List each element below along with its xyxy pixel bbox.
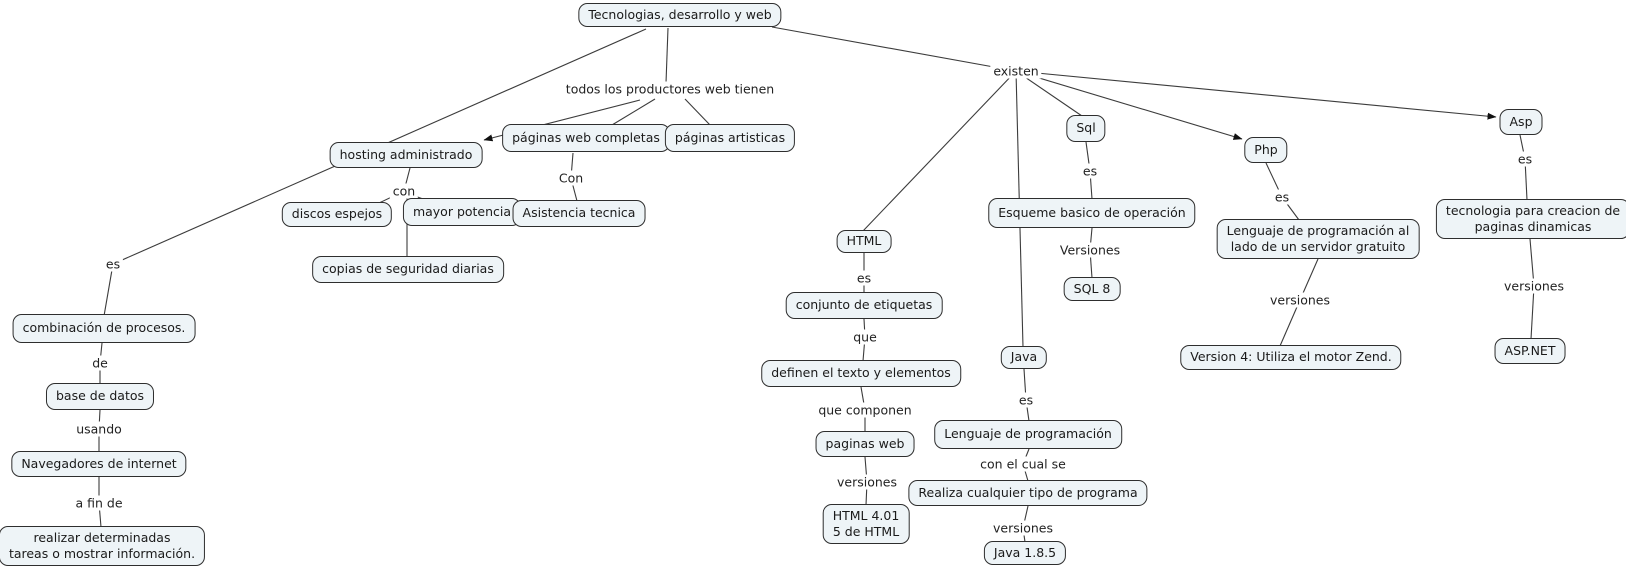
node-version4-motor-zend[interactable]: Version 4: Utiliza el motor Zend.: [1180, 345, 1402, 370]
node-label: realizar determinadas: [33, 529, 171, 545]
node-combinacion-de-procesos[interactable]: combinación de procesos.: [12, 314, 196, 343]
node-java-185[interactable]: Java 1.8.5: [983, 541, 1067, 565]
node-copias-seguridad-diarias[interactable]: copias de seguridad diarias: [312, 256, 504, 283]
node-sql8[interactable]: SQL 8: [1063, 277, 1121, 301]
edge-label-versiones-html[interactable]: versiones: [834, 474, 900, 490]
node-esqueme-basico-operacion[interactable]: Esqueme basico de operación: [988, 198, 1196, 228]
node-label: Java 1.8.5: [993, 544, 1057, 560]
node-label: SQL 8: [1073, 280, 1111, 296]
node-label: Lenguaje de programación al: [1226, 222, 1410, 238]
node-label: lado de un servidor gratuito: [1230, 239, 1406, 254]
node-label: Asistencia tecnica: [522, 205, 636, 221]
edge-label-versiones-php[interactable]: versiones: [1267, 292, 1333, 308]
edge-label-que-componen[interactable]: que componen: [815, 402, 915, 418]
plain-connectors: [98, 26, 1535, 543]
node-label: Tecnologias, desarrollo y web: [588, 6, 772, 22]
node-lenguaje-de-programacion[interactable]: Lenguaje de programación: [934, 420, 1122, 449]
edge-label-existen[interactable]: existen: [990, 63, 1042, 79]
node-label: paginas dinamicas: [1474, 219, 1592, 234]
node-asp[interactable]: Asp: [1499, 109, 1543, 135]
edge-label-versiones-sql[interactable]: Versiones: [1056, 242, 1124, 258]
node-label: definen el texto y elementos: [771, 365, 951, 381]
node-java[interactable]: Java: [1000, 346, 1048, 369]
node-label: tecnologia para creacion de: [1445, 202, 1621, 218]
node-label: páginas artisticas: [674, 129, 786, 145]
node-label: ASP.NET: [1504, 342, 1556, 358]
node-label: Version 4: Utiliza el motor Zend.: [1190, 349, 1392, 365]
edge-label-con-paginas[interactable]: Con: [555, 170, 587, 186]
node-realiza-cualquier-programa[interactable]: Realiza cualquier tipo de programa: [908, 480, 1148, 506]
node-label: Sql: [1076, 120, 1096, 136]
edge-label-es-sql[interactable]: es: [1079, 163, 1101, 179]
edge-label-versiones-asp[interactable]: versiones: [1501, 278, 1567, 294]
node-label: Esqueme basico de operación: [998, 204, 1186, 220]
node-label: combinación de procesos.: [22, 320, 186, 336]
node-php[interactable]: Php: [1244, 137, 1288, 163]
node-paginas-web[interactable]: paginas web: [815, 431, 915, 457]
node-label: conjunto de etiquetas: [795, 297, 933, 313]
node-label: paginas web: [825, 435, 905, 451]
node-label: HTML: [846, 233, 882, 249]
node-label: mayor potencia: [412, 203, 512, 219]
node-navegadores-de-internet[interactable]: Navegadores de internet: [11, 451, 187, 477]
edge-label-es-left[interactable]: es: [102, 256, 124, 272]
node-label: Lenguaje de programación: [944, 426, 1112, 442]
edge-label-es-php[interactable]: es: [1271, 189, 1293, 205]
edge-label-es-java[interactable]: es: [1015, 392, 1037, 408]
edge-label-versiones-java[interactable]: versiones: [990, 520, 1056, 536]
edge-label-es-html[interactable]: es: [853, 270, 875, 286]
edge-label-todos-los-productores[interactable]: todos los productores web tienen: [562, 81, 778, 97]
node-label: Realiza cualquier tipo de programa: [918, 484, 1138, 500]
node-label: HTML 4.01: [832, 507, 900, 523]
edge-label-a-fin-de[interactable]: a fin de: [72, 495, 126, 511]
node-paginas-artisticas[interactable]: páginas artisticas: [664, 124, 796, 152]
node-label: tareas o mostrar información.: [8, 546, 196, 561]
node-label: 5 de HTML: [832, 524, 900, 539]
node-tecnologias-desarrollo-web[interactable]: Tecnologias, desarrollo y web: [578, 3, 782, 27]
node-discos-espejos[interactable]: discos espejos: [281, 202, 393, 227]
node-label: discos espejos: [291, 206, 383, 222]
edge-label-con-el-cual-se[interactable]: con el cual se: [977, 456, 1069, 472]
node-conjunto-de-etiquetas[interactable]: conjunto de etiquetas: [785, 292, 943, 319]
node-label: copias de seguridad diarias: [322, 261, 494, 277]
node-hosting-administrado[interactable]: hosting administrado: [329, 142, 483, 168]
node-base-de-datos[interactable]: base de datos: [45, 383, 155, 410]
node-label: Php: [1254, 141, 1278, 157]
node-label: base de datos: [55, 388, 145, 404]
node-definen-texto-elementos[interactable]: definen el texto y elementos: [761, 360, 961, 387]
edge-label-de[interactable]: de: [89, 355, 111, 371]
edge-label-que[interactable]: que: [850, 329, 880, 345]
node-label: Navegadores de internet: [21, 455, 177, 471]
node-label: páginas web completas: [512, 129, 660, 145]
node-aspnet[interactable]: ASP.NET: [1494, 338, 1566, 364]
node-mayor-potencia[interactable]: mayor potencia: [402, 198, 522, 226]
node-label: hosting administrado: [339, 146, 473, 162]
node-asistencia-tecnica[interactable]: Asistencia tecnica: [512, 200, 646, 227]
edge-label-usando[interactable]: usando: [73, 421, 125, 437]
edge-label-con-hosting[interactable]: con: [389, 183, 419, 199]
node-label: Asp: [1509, 113, 1533, 129]
node-sql[interactable]: Sql: [1066, 115, 1106, 142]
node-label: Java: [1010, 349, 1038, 365]
node-html[interactable]: HTML: [836, 230, 892, 253]
edge-label-es-asp[interactable]: es: [1514, 151, 1536, 167]
node-paginas-web-completas[interactable]: páginas web completas: [502, 124, 670, 152]
